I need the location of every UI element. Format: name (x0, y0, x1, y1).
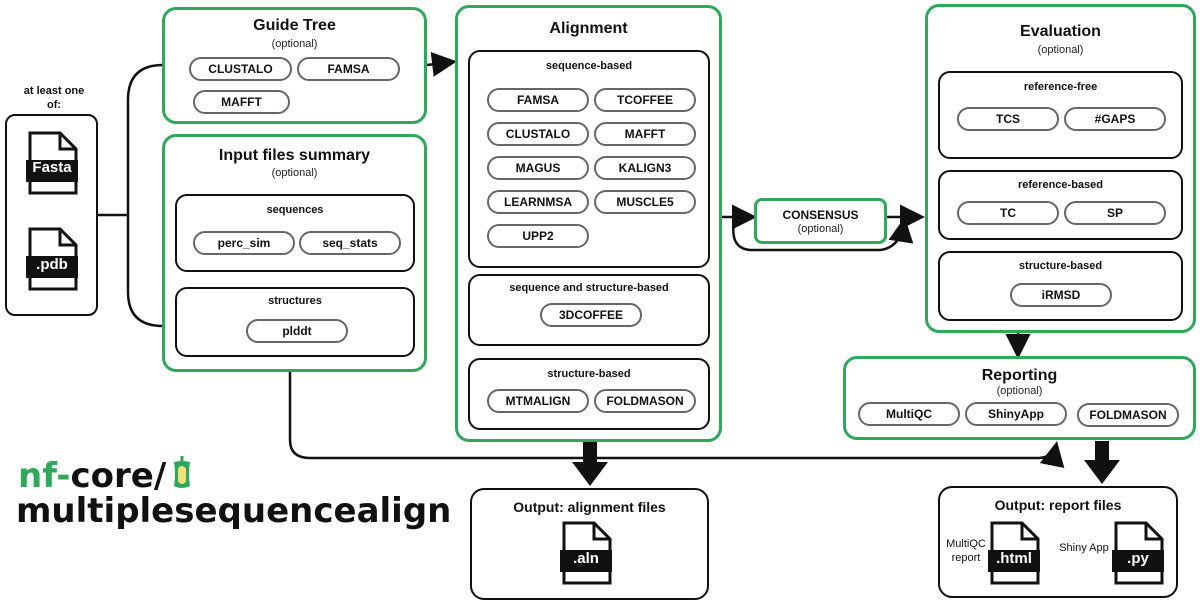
reference-based-group: reference-based TC SP (938, 170, 1183, 240)
shiny-app-label: Shiny App (1059, 542, 1109, 554)
structures-label: structures (268, 295, 322, 307)
py-file-icon (1112, 521, 1164, 585)
tool-pill: 3DCOFFEE (540, 303, 642, 327)
eval-structure-based-group: structure-based iRMSD (938, 251, 1183, 321)
aln-file-label: .aln (573, 550, 599, 567)
tool-pill: MAFFT (594, 122, 696, 146)
tool-pill: seq_stats (299, 231, 401, 255)
guide-tree-title: Guide Tree (253, 17, 336, 34)
reporting-title: Reporting (981, 367, 1058, 384)
nf-core-logo: nf-core/ (18, 456, 166, 496)
pdb-file-label: .pdb (36, 256, 68, 273)
tool-pill: perc_sim (193, 231, 295, 255)
tool-pill: MultiQC (858, 402, 960, 426)
multiqc-report-label: MultiQC report (946, 538, 986, 564)
tool-pill: #GAPS (1064, 107, 1166, 131)
tool-pill: SP (1064, 201, 1166, 225)
seq-struct-based-group: sequence and structure-based 3DCOFFEE (468, 274, 710, 346)
html-file-icon (988, 521, 1040, 585)
structures-group: structures plddt (175, 287, 415, 357)
pdb-file-icon (26, 227, 78, 291)
tool-pill: MAGUS (487, 156, 589, 180)
guide-tree-box: Guide Tree (optional) CLUSTALO FAMSA MAF… (162, 7, 427, 124)
reference-free-label: reference-free (1023, 81, 1098, 93)
input-summary-box: Input files summary (optional) sequences… (162, 134, 427, 372)
py-file-label: .py (1127, 550, 1149, 567)
tool-pill: UPP2 (487, 224, 589, 248)
sequence-based-label: sequence-based (545, 60, 633, 72)
tool-pill: MUSCLE5 (594, 190, 696, 214)
fasta-file-icon (26, 131, 78, 195)
tool-pill: MAFFT (193, 90, 290, 114)
tool-pill: FOLDMASON (1077, 403, 1179, 427)
reporting-subtitle: (optional) (996, 385, 1043, 397)
tool-pill: MTMALIGN (487, 389, 589, 413)
alignment-title: Alignment (549, 20, 628, 37)
tool-pill: KALIGN3 (594, 156, 696, 180)
input-heading: at least one of: (23, 85, 85, 111)
seq-struct-based-label: sequence and structure-based (509, 282, 669, 294)
reporting-box: Reporting (optional) MultiQC ShinyApp FO… (843, 356, 1196, 440)
consensus-subtitle: (optional) (797, 223, 844, 235)
tool-pill: iRMSD (1010, 283, 1112, 307)
tool-pill: ShinyApp (965, 402, 1067, 426)
eval-structure-based-label: structure-based (1018, 260, 1103, 272)
input-summary-subtitle: (optional) (271, 167, 318, 179)
tool-pill: plddt (246, 319, 348, 343)
tool-pill: TC (957, 201, 1059, 225)
reference-based-label: reference-based (1018, 179, 1103, 191)
output-report-title: Output: report files (994, 497, 1122, 513)
consensus-box: CONSENSUS (optional) (754, 198, 887, 244)
evaluation-subtitle: (optional) (1037, 44, 1084, 56)
tool-pill: TCS (957, 107, 1059, 131)
reference-free-group: reference-free TCS #GAPS (938, 71, 1183, 159)
input-summary-title: Input files summary (218, 147, 371, 164)
tool-pill: CLUSTALO (189, 57, 292, 81)
sequences-label: sequences (266, 204, 324, 216)
evaluation-box: Evaluation (optional) reference-free TCS… (925, 4, 1196, 333)
tool-pill: FAMSA (487, 88, 589, 112)
aln-file-icon (560, 521, 612, 585)
tool-pill: FAMSA (297, 57, 400, 81)
sequence-based-group: sequence-based FAMSA TCOFFEE CLUSTALO MA… (468, 50, 710, 268)
output-alignment-title: Output: alignment files (513, 499, 666, 515)
structure-based-group: structure-based MTMALIGN FOLDMASON (468, 358, 710, 430)
apple-core-icon (174, 456, 190, 488)
alignment-box: Alignment sequence-based FAMSA TCOFFEE C… (455, 5, 722, 442)
sequences-group: sequences perc_sim seq_stats (175, 194, 415, 272)
evaluation-title: Evaluation (1020, 23, 1101, 40)
tool-pill: FOLDMASON (594, 389, 696, 413)
tool-pill: CLUSTALO (487, 122, 589, 146)
logo-prefix: nf- (18, 456, 71, 496)
structure-based-label: structure-based (547, 368, 631, 380)
pipeline-name: multiplesequencealign (16, 491, 452, 531)
consensus-title: CONSENSUS (782, 208, 859, 222)
logo-core: core/ (70, 456, 167, 496)
guide-tree-subtitle: (optional) (271, 38, 318, 50)
tool-pill: TCOFFEE (594, 88, 696, 112)
fasta-file-label: Fasta (32, 159, 72, 176)
tool-pill: LEARNMSA (487, 190, 589, 214)
html-file-label: .html (996, 550, 1032, 567)
